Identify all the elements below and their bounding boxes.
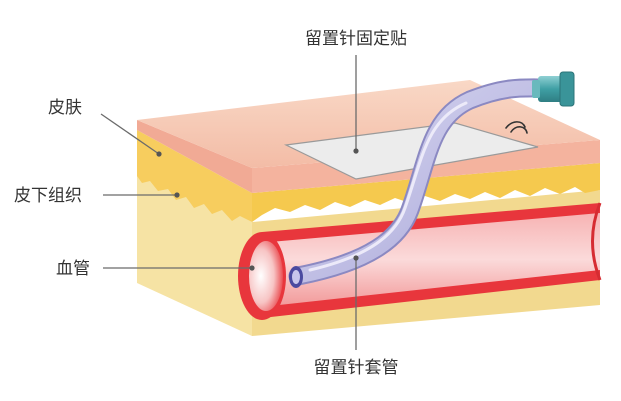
hub-wing-mark [505,121,528,134]
fat-band-side [252,163,600,222]
leader-skin [100,113,160,155]
leader-skin-dot [156,151,162,157]
hub-cap [559,71,575,107]
catheter-tube-body [290,80,554,284]
labels: 皮肤 皮下组织 血管 留置针固定贴 留置针套管 [14,29,407,378]
label-catheter: 留置针套管 [314,358,399,378]
subcutaneous-front-face [137,160,252,336]
catheter-tip-inner [292,270,300,284]
catheter-tube [288,78,556,288]
catheter-tube-highlight [308,101,468,272]
catheter-hub [505,71,575,134]
label-skin: 皮肤 [48,98,82,118]
hub-ring [532,80,540,98]
vessel-opening-inner [249,241,283,311]
leader-lines [100,55,359,350]
vessel-lumen [270,213,600,306]
leader-subcutaneous-dot [174,192,180,198]
fat-band-front [137,130,252,222]
label-fixation-patch: 留置针固定贴 [305,29,407,49]
leader-vessel-dot [249,265,255,271]
leader-patch-dot [353,148,359,154]
label-subcutaneous: 皮下组织 [14,186,82,206]
hub-body [538,76,566,102]
tissue-block [137,71,602,336]
fixation-patch [283,122,539,180]
label-vessel: 血管 [56,259,90,279]
blood-vessel [238,202,602,320]
vessel-right-end [591,202,602,281]
skin-front-face [137,120,252,193]
leader-catheter-dot [353,255,359,261]
